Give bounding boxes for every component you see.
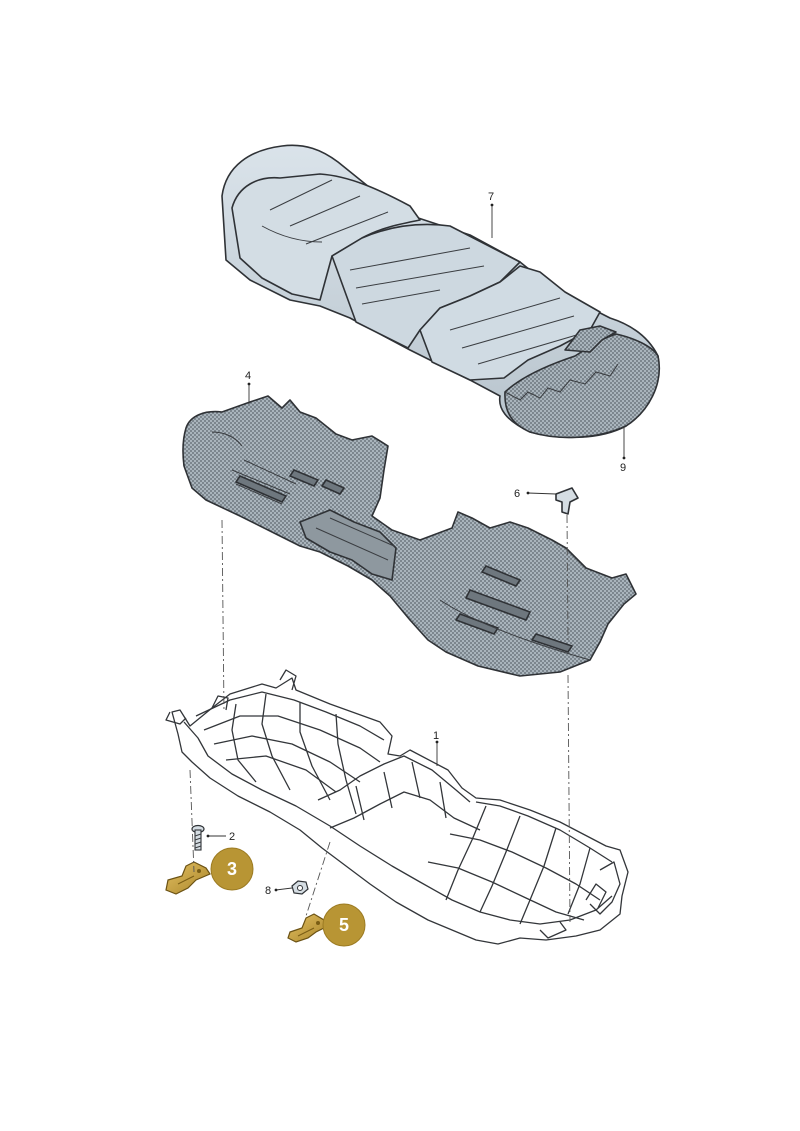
assembly-lines — [189, 514, 571, 923]
bracket-part-3 — [165, 861, 211, 895]
bolt-part-2 — [191, 824, 205, 851]
callout-6: 6 — [514, 488, 520, 500]
badge-5[interactable]: 5 — [322, 903, 366, 947]
leader-lines — [206, 203, 626, 892]
callout-4: 4 — [245, 370, 251, 382]
callout-8: 8 — [265, 885, 271, 897]
wire-frame-part-1 — [165, 669, 629, 945]
callout-7: 7 — [488, 191, 494, 203]
foam-base-part-4 — [182, 395, 637, 677]
callout-1: 1 — [433, 730, 439, 742]
badge-3-label: 3 — [227, 859, 237, 879]
badge-3[interactable]: 3 — [210, 847, 254, 891]
badge-5-label: 5 — [339, 915, 349, 935]
seat-cushion-part-7 — [221, 144, 660, 439]
callout-9: 9 — [620, 462, 626, 474]
clip-part-6 — [555, 487, 579, 515]
nut-part-8 — [291, 880, 309, 895]
bracket-part-5 — [287, 913, 329, 943]
callout-2: 2 — [229, 831, 235, 843]
